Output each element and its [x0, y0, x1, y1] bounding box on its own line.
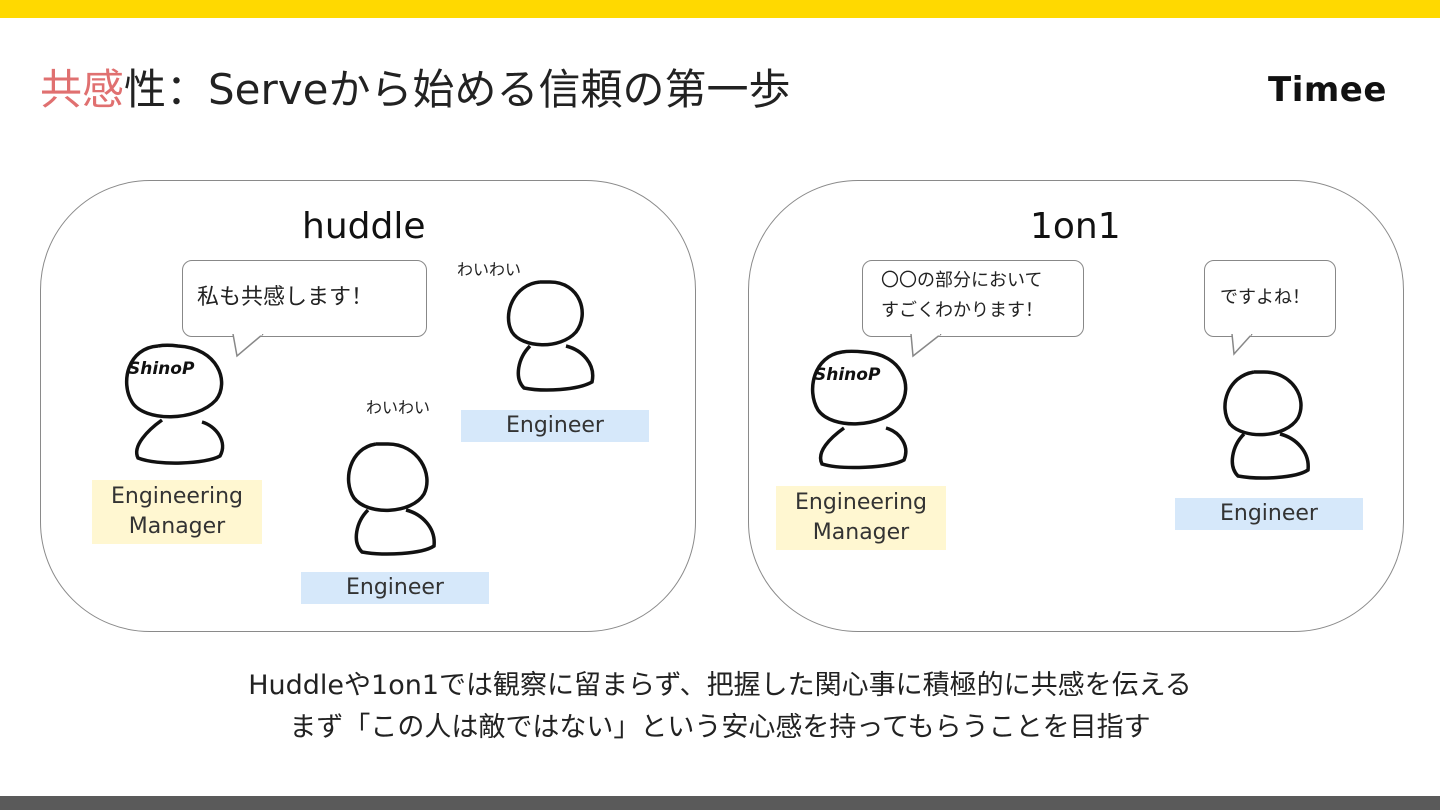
- huddle-manager-label: Engineering Manager: [92, 480, 262, 544]
- oneonone-engineer-label: Engineer: [1175, 498, 1363, 530]
- engineer-stick-figure: [342, 440, 442, 564]
- huddle-waiwai-1: わいわい: [457, 260, 522, 279]
- oneonone-bubble-tail-manager: [910, 334, 942, 358]
- oneonone-manager-line2: Manager: [812, 520, 910, 545]
- slide-title: 共感性：Serveから始める信頼の第一歩: [40, 62, 790, 118]
- oneonone-title: 1on1: [1030, 206, 1121, 247]
- caption-line-1: Huddleや1on1では観察に留まらず、把握した関心事に積極的に共感を伝える: [248, 670, 1192, 701]
- oneonone-speech-bubble-engineer: ですよね！: [1204, 260, 1336, 337]
- huddle-head-text: ShinoP: [128, 359, 195, 379]
- huddle-panel: [40, 180, 696, 632]
- oneonone-bubble-line2: すごくわかります！: [881, 300, 1043, 321]
- title-accent: 共感: [40, 65, 125, 114]
- timee-logo: Timee: [1268, 70, 1387, 110]
- engineer-stick-figure: [500, 278, 600, 402]
- huddle-manager-line1: Engineering: [111, 484, 243, 509]
- huddle-bubble-tail: [232, 334, 264, 358]
- huddle-speech-bubble: 私も共感します！: [182, 260, 427, 337]
- oneonone-manager-line1: Engineering: [795, 490, 927, 515]
- huddle-bubble-text: 私も共感します！: [197, 285, 374, 310]
- huddle-title: huddle: [302, 206, 426, 247]
- title-rest: 性：Serveから始める信頼の第一歩: [124, 65, 791, 114]
- oneonone-bubble-right-text: ですよね！: [1220, 287, 1310, 308]
- oneonone-bubble-tail-engineer: [1231, 334, 1253, 356]
- huddle-waiwai-2: わいわい: [366, 398, 431, 417]
- oneonone-panel: [748, 180, 1404, 632]
- bottom-bar: [0, 796, 1440, 810]
- caption-line-2: まず「この人は敵ではない」という安心感を持ってもらうことを目指す: [289, 712, 1151, 743]
- top-accent-bar: [0, 0, 1440, 18]
- huddle-engineer-label-2: Engineer: [301, 572, 489, 604]
- oneonone-manager-label: Engineering Manager: [776, 486, 946, 550]
- manager-stick-figure: ShinoP: [118, 342, 238, 476]
- oneonone-head-text: ShinoP: [814, 365, 881, 385]
- oneonone-speech-bubble-manager: 〇〇の部分において すごくわかります！: [862, 260, 1084, 337]
- huddle-engineer-label-1: Engineer: [461, 410, 649, 442]
- manager-stick-figure: ShinoP: [804, 348, 924, 482]
- oneonone-bubble-line1: 〇〇の部分において: [881, 270, 1043, 291]
- engineer-stick-figure: [1218, 368, 1318, 492]
- huddle-manager-line2: Manager: [128, 514, 226, 539]
